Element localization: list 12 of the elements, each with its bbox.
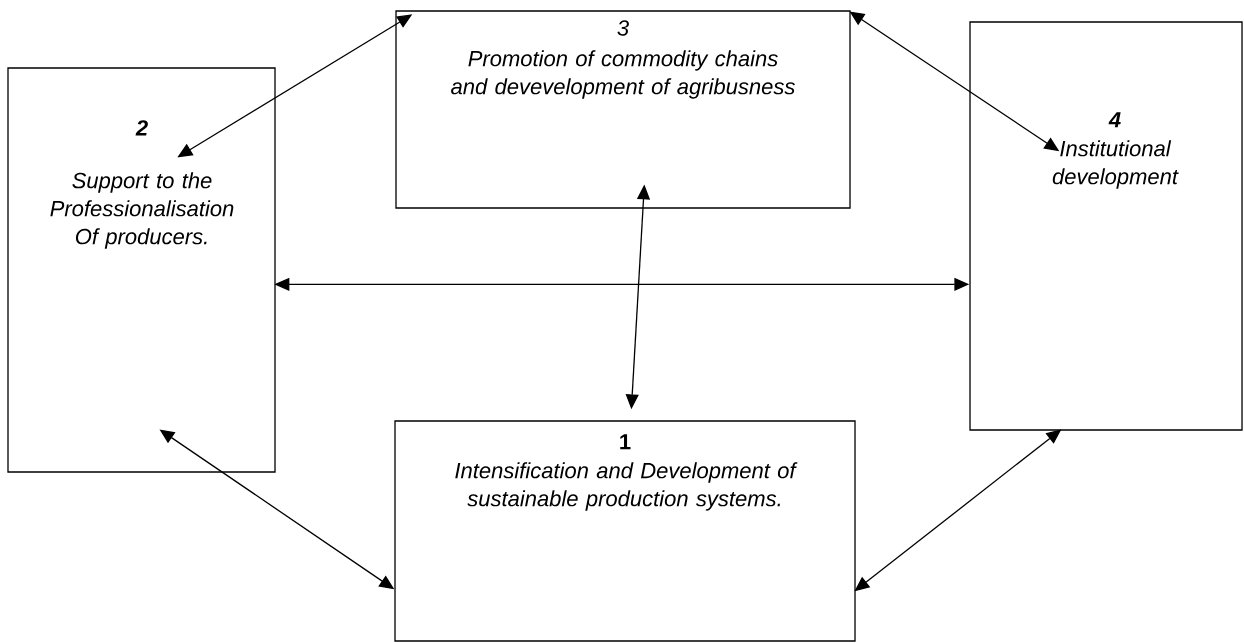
- box-text: Intensification and Development of sustainable production systems.: [455, 462, 798, 511]
- box-number: 2: [135, 120, 148, 136]
- box-number: 3: [617, 20, 629, 36]
- process-box: [394, 420, 856, 642]
- box-text: Support to the Professionalisation Of producers.: [50, 172, 234, 249]
- process-box: [395, 10, 851, 209]
- box-number: 4: [1108, 112, 1121, 128]
- process-box: [7, 67, 276, 473]
- box-text: Institutional development: [1052, 140, 1179, 189]
- box-number: 1: [620, 434, 631, 450]
- box-text: Promotion of commodity chains and devevelopment of agribusness: [451, 50, 795, 99]
- process-box: [969, 21, 1243, 431]
